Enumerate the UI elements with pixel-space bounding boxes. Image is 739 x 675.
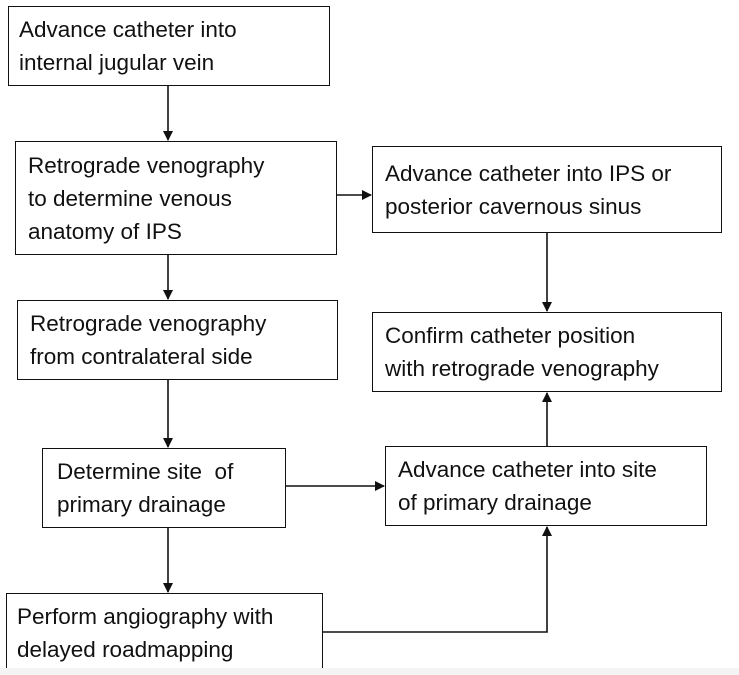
step-label: Determine site of primary drainage [57,459,234,517]
step-determine-drainage-site: Determine site of primary drainage [42,448,286,528]
step-advance-catheter-jugular: Advance catheter into internal jugular v… [8,6,330,86]
step-label: Advance catheter into internal jugular v… [19,17,237,75]
bottom-strip [0,668,739,675]
arrow-b8-to-b7 [323,526,552,633]
step-label: Retrograde venography to determine venou… [28,152,265,244]
step-retrograde-venography-contralateral: Retrograde venography from contralateral… [17,300,338,380]
step-label: Confirm catheter position with retrograd… [385,323,659,381]
step-advance-catheter-ips: Advance catheter into IPS or posterior c… [372,146,722,233]
step-advance-catheter-drainage: Advance catheter into site of primary dr… [385,446,707,526]
step-label: Advance catheter into site of primary dr… [398,457,657,515]
step-label: Retrograde venography from contralateral… [30,311,267,369]
step-label: Perform angiography with delayed roadmap… [17,604,274,662]
step-perform-angiography: Perform angiography with delayed roadmap… [6,593,323,673]
step-label: Advance catheter into IPS or posterior c… [385,160,672,219]
step-retrograde-venography-anatomy: Retrograde venography to determine venou… [15,141,337,255]
step-confirm-catheter-position: Confirm catheter position with retrograd… [372,312,722,392]
